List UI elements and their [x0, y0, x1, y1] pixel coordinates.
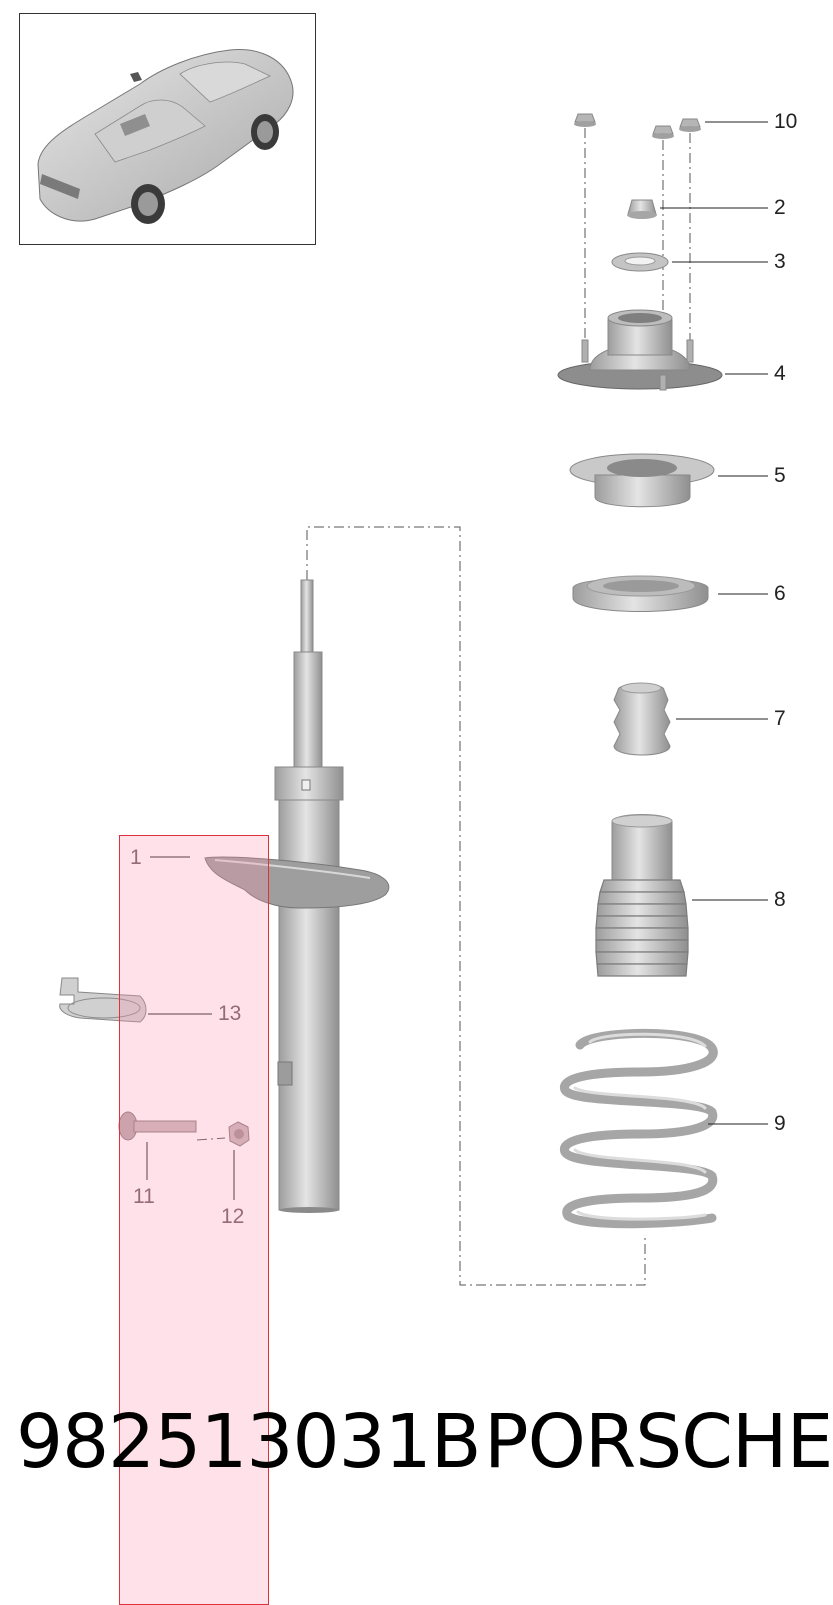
- part-number: 982513031B: [16, 1399, 481, 1485]
- brand-name: PORSCHE: [484, 1399, 833, 1485]
- assembly-lines: [196, 128, 691, 1286]
- callout-8: 8: [774, 888, 786, 911]
- callout-9: 9: [774, 1112, 786, 1135]
- leader-lines: [146, 121, 768, 1200]
- part-12-nut: [228, 1121, 250, 1147]
- part-9-coil-highlight: [573, 1032, 707, 1221]
- callout-3: 3: [774, 250, 786, 273]
- callout-13: 13: [218, 1002, 242, 1025]
- callout-7: 7: [774, 707, 786, 730]
- callout-1: 1: [130, 846, 142, 869]
- part-3-washer: [611, 252, 669, 272]
- part-1-spring-plate: [204, 856, 390, 909]
- part-13-hose-clip: [59, 977, 147, 1023]
- callout-2: 2: [774, 196, 786, 219]
- selection-highlight: [119, 835, 269, 1605]
- part-11-bolt: [118, 1111, 197, 1141]
- callout-6: 6: [774, 582, 786, 605]
- part-4-strut-mount: [557, 309, 723, 391]
- part-5-spring-seat: [569, 453, 715, 508]
- car-illustration: [37, 49, 294, 224]
- callout-12: 12: [221, 1205, 245, 1228]
- callout-5: 5: [774, 464, 786, 487]
- part-6-spring-isolator: [572, 575, 709, 612]
- callout-4: 4: [774, 362, 786, 385]
- part-9-coil-spring: [560, 1028, 718, 1229]
- part-8-dust-boot: [595, 814, 689, 977]
- part-2-nut: [627, 199, 657, 219]
- vehicle-thumbnail: [19, 13, 316, 245]
- part-10-flange-nuts: [574, 113, 701, 139]
- callout-11: 11: [133, 1185, 155, 1208]
- part-7-bump-stop: [613, 682, 671, 756]
- callout-10: 10: [774, 110, 798, 133]
